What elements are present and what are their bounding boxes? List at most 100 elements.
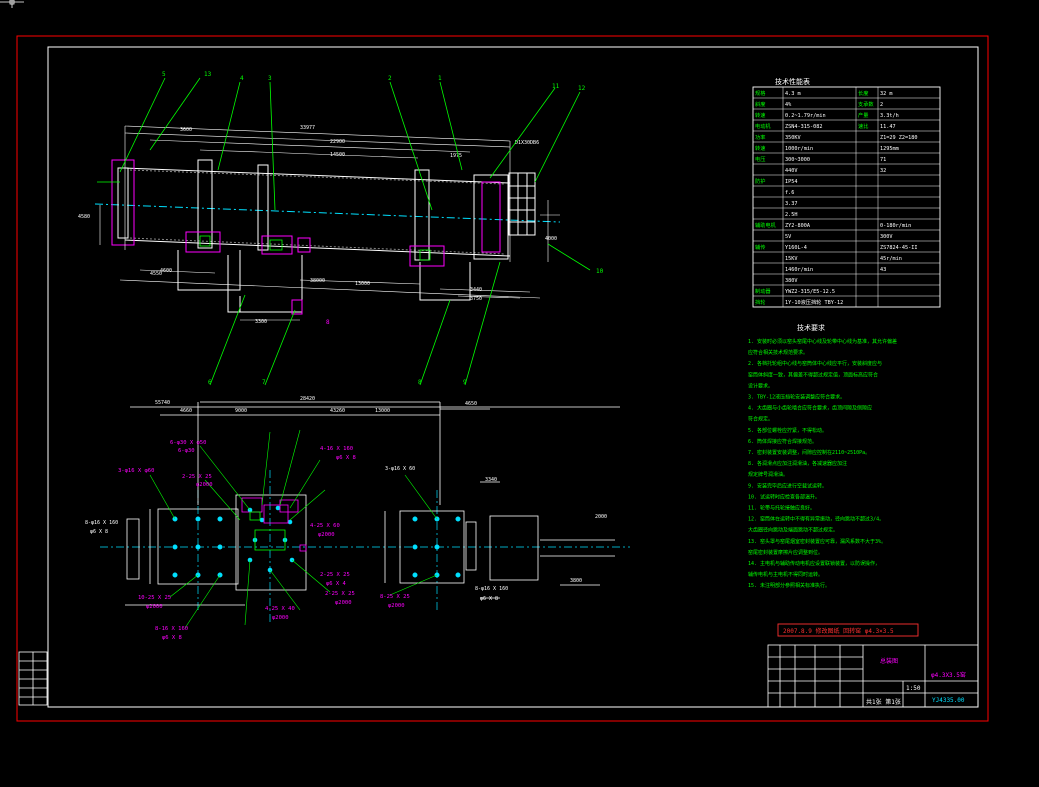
svg-text:4550: 4550 <box>150 271 162 277</box>
crosshair-cursor-icon <box>0 0 24 8</box>
plan-label-21: φ6 X 4 <box>326 581 347 587</box>
svg-text:3800: 3800 <box>570 578 582 584</box>
svg-text:13000: 13000 <box>375 408 390 414</box>
note-line: 15. 未注明部分参照相关标准执行。 <box>748 582 830 589</box>
note-line: 2. 各档托轮组中心线与窑筒体中心线应平行，安装斜度应与 <box>748 360 882 367</box>
title-product: φ4.3X3.5窑 <box>931 671 966 679</box>
note-line: 设计要求。 <box>748 382 773 389</box>
svg-text:13000: 13000 <box>355 281 370 287</box>
spec-cell: 1295mm <box>880 146 899 152</box>
svg-text:43260: 43260 <box>330 408 345 414</box>
note-line: 符合规定。 <box>748 416 773 423</box>
spec-cell: 辅助电机 <box>755 221 777 229</box>
svg-text:33977: 33977 <box>300 125 315 131</box>
spec-cell: 45r/min <box>880 256 902 262</box>
plan-label-14: 10-25 X 25 <box>138 595 171 601</box>
spec-cell: 380V <box>785 278 798 284</box>
spec-cell: 制动器 <box>755 287 771 295</box>
leader-6: 6 <box>208 379 212 386</box>
outer-frame <box>16 35 989 722</box>
note-line: 应符合相关技术规范要求。 <box>748 349 808 356</box>
leader-10: 10 <box>596 268 604 275</box>
spec-cell: 5V <box>785 234 791 240</box>
plan-label-9: φ2000 <box>335 600 352 606</box>
svg-text:3-φ16 X 60: 3-φ16 X 60 <box>385 466 415 472</box>
note-line: 8. 各润滑点应加注润滑油，各减速器应加注 <box>748 460 847 467</box>
plan-label-10: 8-25 X 25 <box>380 594 410 600</box>
spec-cell: 4% <box>785 102 792 108</box>
leader-13: 13 <box>204 71 212 78</box>
plan-label-2: 6-φ30 <box>178 448 195 454</box>
spec-cell: 3.37 <box>785 201 798 207</box>
revision-stamp: 2007.8.9 修改图纸 回转窑 φ4.3×3.5 <box>777 623 919 637</box>
note-line: 大齿圈径向跳动及端面跳动不超过规定。 <box>748 527 838 534</box>
svg-text:28420: 28420 <box>300 396 315 402</box>
spec-cell: 电动机 <box>755 122 771 130</box>
plan-label-20: 2-25 X 25 <box>320 572 350 578</box>
notes-title: 技术要求 <box>797 323 825 332</box>
note-line: 窑筒体斜度一致，其偏差不得超过规定值，顶面标高应符合 <box>748 371 878 378</box>
spec-cell: 1Y-10液压挡轮 TBY-12 <box>785 298 843 306</box>
title-drawing-name: 总装图 <box>880 657 898 665</box>
title-sheet: 共1张 第1张 <box>866 698 901 706</box>
spec-cell: 产量 <box>858 111 868 119</box>
svg-text:4660: 4660 <box>180 408 192 414</box>
plan-label-8: 2-25 X 25 <box>325 591 355 597</box>
plan-label-3: 2-25 X 25 <box>182 474 212 480</box>
title-scale: 1:50 <box>906 685 921 692</box>
spec-cell: Z1=29 Z2=180 <box>880 135 917 141</box>
left-mini-block <box>18 651 48 706</box>
spec-cell: 转速 <box>755 144 765 152</box>
spec-cell: 350KV <box>785 135 801 141</box>
svg-text:4650: 4650 <box>465 401 477 407</box>
plan-label-19: φ2000 <box>318 532 335 538</box>
spec-cell: 3.3t/h <box>880 113 899 119</box>
spec-cell: 转速 <box>755 111 765 119</box>
svg-text:3600: 3600 <box>180 127 192 133</box>
note-line: 11. 轮带与托轮接触应良好。 <box>748 505 815 512</box>
spec-cell: 挡轮 <box>755 298 765 306</box>
spec-cell: 15KV <box>785 256 798 262</box>
spec-cell: YWZ2-315/E5-12.5 <box>785 289 835 295</box>
spec-cell: 11.47 <box>880 124 896 130</box>
svg-text:φ6 X 8: φ6 X 8 <box>90 529 108 535</box>
plan-label-6: 4-16 X 160 <box>320 446 353 452</box>
spec-cell: ZSN4-315-082 <box>785 124 822 130</box>
spec-cell: Y160L-4 <box>785 245 807 251</box>
svg-text:3300: 3300 <box>255 319 267 325</box>
kiln-elevation-view: 33977 3600 22900 14500 1975 D1X30DB6 380… <box>78 71 604 386</box>
spec-cell: 300~3000 <box>785 157 810 163</box>
svg-text:14500: 14500 <box>330 152 345 158</box>
svg-text:38000: 38000 <box>310 278 325 284</box>
leader-12: 12 <box>578 85 586 92</box>
note-line: 14. 主电机与辅助传动电机应设置联锁装置，以防误操作， <box>748 560 880 567</box>
spec-cell: 71 <box>880 157 886 163</box>
svg-text:3440: 3440 <box>470 287 482 293</box>
spec-cell: 32 m <box>880 91 893 97</box>
svg-text:D1X30DB6: D1X30DB6 <box>515 140 539 146</box>
svg-text:1975: 1975 <box>450 153 462 159</box>
svg-text:3340: 3340 <box>485 477 497 483</box>
plan-label-16: 8-16 X 160 <box>155 626 188 632</box>
spec-cell: 长度 <box>858 89 868 97</box>
svg-text:22900: 22900 <box>330 139 345 145</box>
spec-cell: ZY2-800A <box>785 223 811 229</box>
svg-text:4600: 4600 <box>160 268 172 274</box>
leader-7: 7 <box>262 379 266 386</box>
spec-cell: 辅传 <box>755 243 765 251</box>
spec-cell: 4.3 m <box>785 91 801 97</box>
leader-11: 11 <box>552 83 560 90</box>
note-line: 10. 试运转时应检查各部温升。 <box>748 493 820 500</box>
leader-5: 5 <box>162 71 166 78</box>
spec-cell: 32 <box>880 168 886 174</box>
plan-label-12: 4-25 X 40 <box>265 606 295 612</box>
inner-frame <box>47 46 979 708</box>
svg-text:55740: 55740 <box>155 400 170 406</box>
plan-label-17: φ6 X 8 <box>162 635 182 641</box>
title-block <box>767 644 979 708</box>
note-line: 3. TBY-12液压挡轮安装调整应符合要求。 <box>748 394 845 401</box>
spec-cell: 0.2~1.79r/min <box>785 113 826 119</box>
leader-1: 1 <box>438 75 442 82</box>
